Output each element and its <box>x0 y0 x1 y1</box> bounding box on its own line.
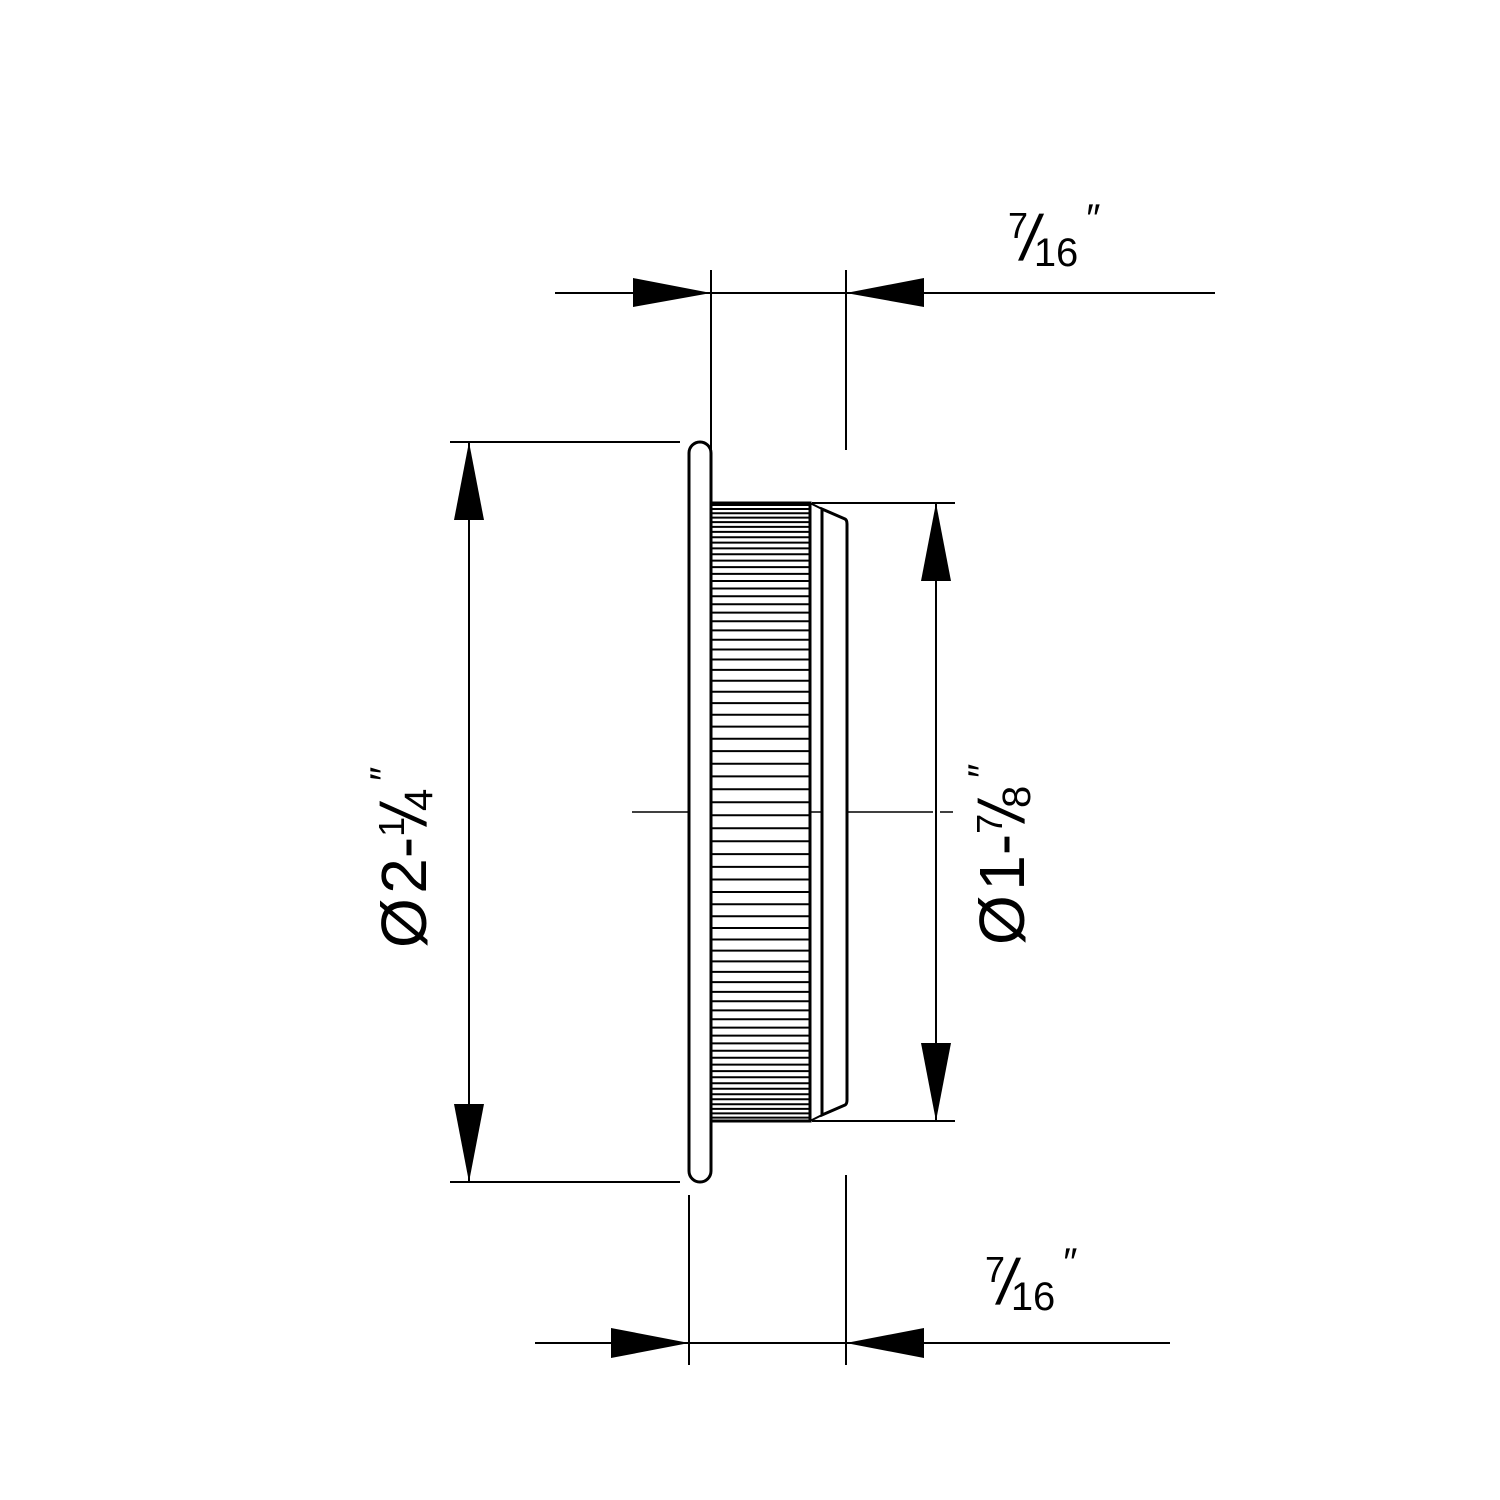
knurl-ridges <box>712 504 809 1119</box>
bottom-depth-label: 7/16″ <box>985 1243 1075 1318</box>
bottom-depth-dimension <box>535 1175 1170 1365</box>
bottom-depth-numerator: 7 <box>985 1249 1006 1290</box>
outer-diameter-denominator: 4 <box>397 788 441 812</box>
inch-mark: ″ <box>1084 197 1099 241</box>
top-depth-dimension <box>555 270 1215 455</box>
front-lip <box>820 506 849 1118</box>
inner-diameter-whole: 1- <box>966 833 1038 891</box>
outer-diameter-label: Ø 2-1/4″ <box>363 769 441 948</box>
outer-diameter-whole: 2- <box>368 836 440 894</box>
inner-diameter-label: Ø 1-7/8″ <box>961 766 1039 945</box>
top-depth-denominator: 16 <box>1033 231 1079 275</box>
outer-diameter-dimension <box>450 441 680 1183</box>
inner-diameter-denominator: 8 <box>995 785 1039 809</box>
diameter-symbol: Ø <box>966 895 1038 945</box>
diameter-symbol: Ø <box>368 898 440 948</box>
top-depth-numerator: 7 <box>1008 205 1029 246</box>
inch-mark: ″ <box>1061 1241 1076 1285</box>
bottom-depth-denominator: 16 <box>1010 1275 1056 1319</box>
inch-mark: ″ <box>363 768 407 783</box>
top-depth-label: 7/16″ <box>1008 199 1098 274</box>
knurled-body <box>709 501 812 1123</box>
inner-diameter-dimension <box>812 502 955 1122</box>
inch-mark: ″ <box>961 765 1005 780</box>
flange-plate <box>687 440 713 1184</box>
